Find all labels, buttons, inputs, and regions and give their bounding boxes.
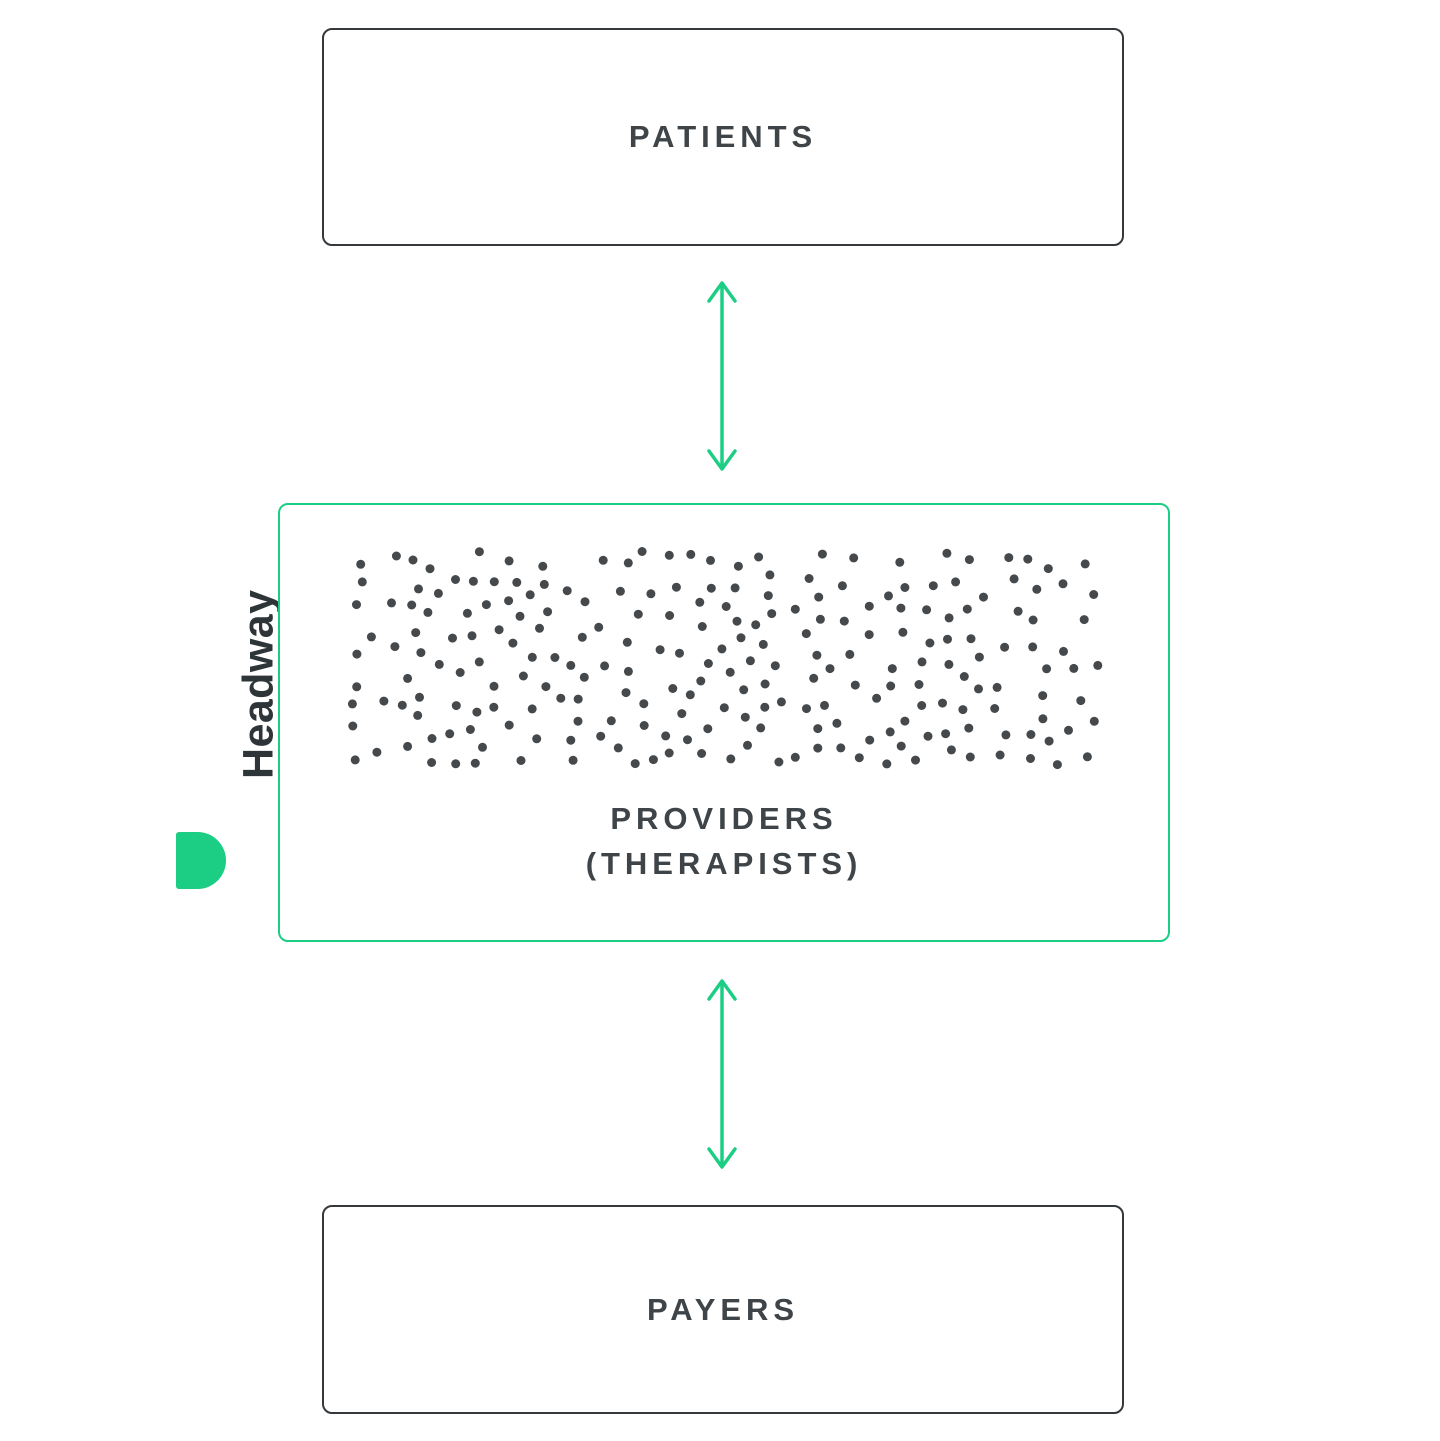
payers-box: PAYERS bbox=[322, 1205, 1124, 1414]
providers-label-line2: (THERAPISTS) bbox=[585, 845, 863, 881]
headway-logo-text: Headway bbox=[234, 589, 283, 779]
providers-label-line1: PROVIDERS bbox=[610, 801, 838, 836]
providers-payers-arrow-icon bbox=[707, 979, 737, 1169]
providers-label: PROVIDERS (THERAPISTS) bbox=[280, 797, 1168, 887]
headway-logo: Headway bbox=[168, 560, 283, 900]
payers-label: PAYERS bbox=[646, 1291, 800, 1327]
headway-logo-mark-icon bbox=[176, 832, 226, 889]
patients-label: PATIENTS bbox=[628, 119, 818, 154]
patients-box: PATIENTS bbox=[322, 28, 1124, 246]
patients-providers-arrow-icon bbox=[707, 281, 737, 471]
providers-box: PROVIDERS (THERAPISTS) bbox=[278, 503, 1170, 942]
providers-dots-icon bbox=[347, 547, 1103, 770]
